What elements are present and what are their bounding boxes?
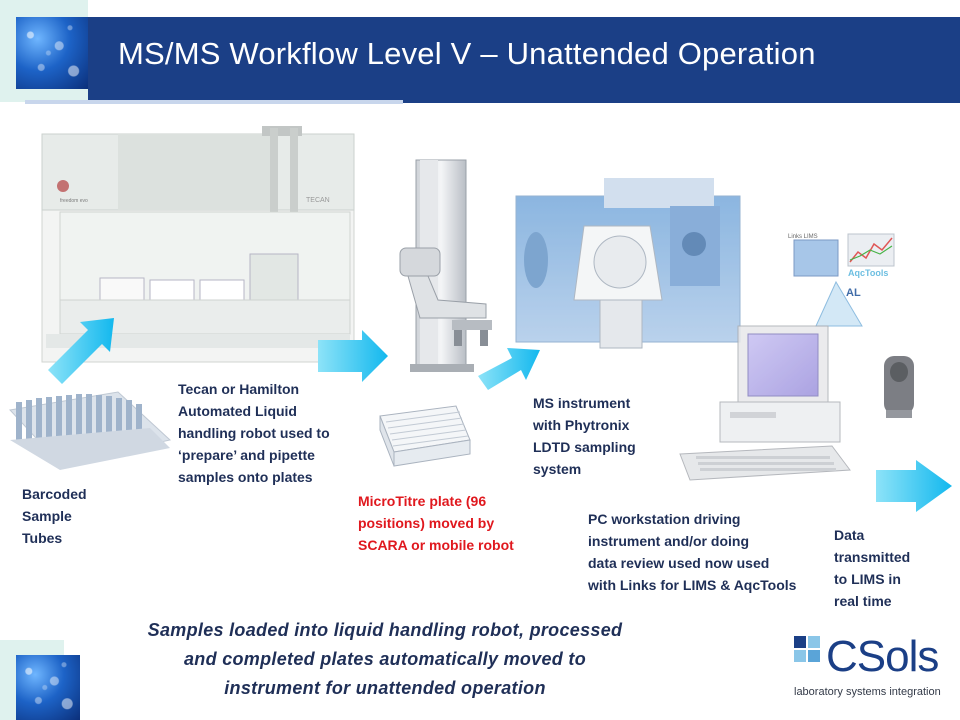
label-line: with Phytronix	[533, 417, 630, 433]
label-line: LDTD sampling	[533, 439, 636, 455]
tagline-line: instrument for unattended operation	[224, 678, 546, 698]
title-underline	[25, 100, 403, 104]
label-line: SCARA or mobile robot	[358, 537, 514, 553]
csols-logo-subtitle: laboratory systems integration	[794, 686, 941, 698]
label-line: samples onto plates	[178, 469, 313, 485]
label-line: Tubes	[22, 530, 63, 546]
links-lims-label: Links LIMS	[788, 234, 818, 240]
tagline-line: Samples loaded into liquid handling robo…	[147, 620, 623, 640]
label-line: Automated Liquid	[178, 403, 297, 419]
water-droplet-image-footer	[16, 655, 80, 720]
label-line: ‘prepare’ and pipette	[178, 447, 315, 463]
sample-tubes-rack-image	[9, 391, 172, 470]
label-liquid-robot: Tecan or Hamilton Automated Liquid handl…	[178, 378, 330, 488]
al-label: AL	[846, 287, 861, 299]
label-line: Sample	[22, 508, 72, 524]
aqctools-label: AqcTools	[848, 268, 888, 278]
arrow-plate-to-ms	[478, 348, 540, 390]
ms-instrument-image	[515, 178, 741, 349]
microtitre-plate-image	[379, 405, 471, 467]
label-line: data review used now used	[588, 555, 770, 571]
csols-logo-mark	[794, 636, 820, 662]
label-line: PC workstation driving	[588, 511, 741, 527]
label-line: transmitted	[834, 549, 911, 565]
barcode-scanner-image	[884, 356, 914, 418]
label-line: MicroTitre plate (96	[358, 493, 487, 509]
scara-robot-image	[399, 159, 492, 372]
label-line: system	[533, 461, 582, 477]
pc-workstation-image	[679, 325, 851, 481]
arrow-robot-to-plate	[318, 330, 388, 382]
label-line: instrument and/or doing	[588, 533, 749, 549]
label-line: to LIMS in	[834, 571, 901, 587]
software-icons: Links LIMS AqcTools AL	[788, 233, 895, 327]
arrow-tubes-to-robot	[48, 318, 114, 384]
label-pc-workstation: PC workstation driving instrument and/or…	[588, 508, 796, 596]
label-barcoded-tubes: Barcoded Sample Tubes	[22, 483, 87, 549]
label-line: Data	[834, 527, 865, 543]
robot-model-text: freedom evo	[60, 198, 88, 204]
label-data-transmitted: Data transmitted to LIMS in real time	[834, 524, 910, 612]
csols-logo-text: CSols	[826, 632, 939, 681]
label-line: Barcoded	[22, 486, 87, 502]
label-line: with Links for LIMS & AqcTools	[588, 577, 797, 593]
summary-tagline: Samples loaded into liquid handling robo…	[100, 616, 670, 703]
label-line: real time	[834, 593, 892, 609]
label-line: handling robot used to	[178, 425, 330, 441]
label-line: positions) moved by	[358, 515, 495, 531]
label-microtitre-plate: MicroTitre plate (96 positions) moved by…	[358, 490, 514, 556]
label-ms-instrument: MS instrument with Phytronix LDTD sampli…	[533, 392, 636, 480]
tecan-brand-text: TECAN	[306, 197, 330, 204]
tagline-line: and completed plates automatically moved…	[184, 649, 586, 669]
label-line: Tecan or Hamilton	[178, 381, 300, 397]
label-line: MS instrument	[533, 395, 631, 411]
arrow-to-lims	[876, 460, 952, 512]
water-droplet-image	[16, 17, 88, 89]
slide-title: MS/MS Workflow Level V – Unattended Oper…	[118, 36, 816, 71]
title-bar	[88, 17, 960, 103]
